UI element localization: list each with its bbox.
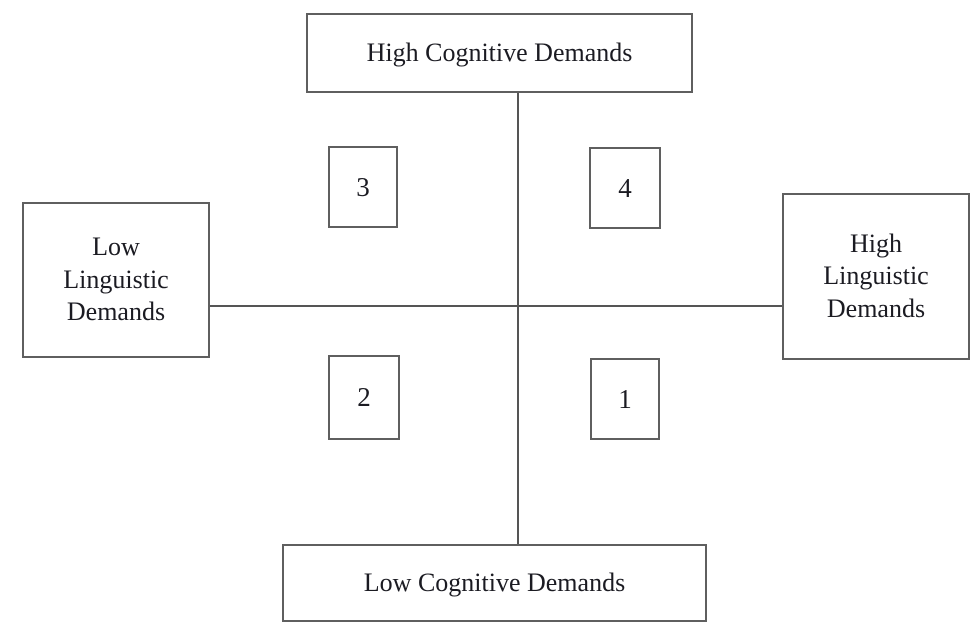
left-axis-label-box: Low Linguistic Demands — [22, 202, 210, 358]
vertical-axis-line — [517, 93, 519, 544]
quadrant-4-number: 4 — [618, 172, 632, 203]
right-axis-label: High Linguistic Demands — [823, 228, 929, 323]
quadrant-4-box: 4 — [589, 147, 661, 229]
quadrant-2-box: 2 — [328, 355, 400, 440]
top-axis-label-box: High Cognitive Demands — [306, 13, 693, 93]
right-axis-label-box: High Linguistic Demands — [782, 193, 970, 360]
quadrant-2-number: 2 — [357, 382, 371, 412]
quadrant-3-box: 3 — [328, 146, 398, 228]
bottom-axis-label: Low Cognitive Demands — [363, 567, 626, 597]
bottom-axis-label-box: Low Cognitive Demands — [282, 544, 707, 622]
quadrant-1-number: 1 — [618, 383, 632, 414]
quadrant-1-box: 1 — [590, 358, 660, 440]
horizontal-axis-line — [210, 305, 782, 307]
left-axis-label: Low Linguistic Demands — [63, 232, 169, 327]
quadrant-3-number: 3 — [356, 171, 370, 202]
top-axis-label: High Cognitive Demands — [366, 37, 633, 67]
